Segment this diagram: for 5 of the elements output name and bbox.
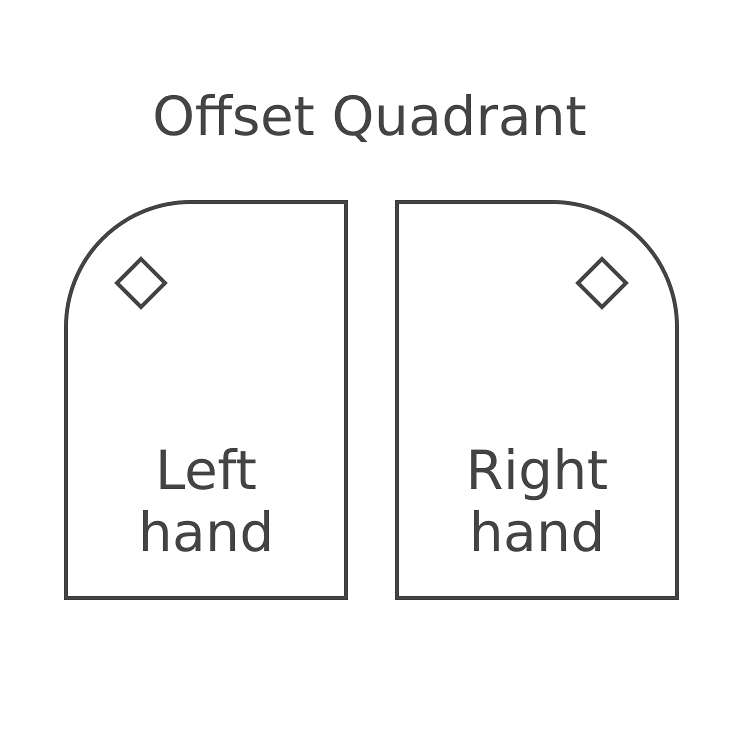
shape-label: Right hand: [465, 440, 609, 564]
quadrant-shape: [395, 200, 679, 600]
quadrant-shape: [64, 200, 348, 600]
title: Offset Quadrant: [151, 84, 588, 150]
shape-label: Left hand: [137, 440, 275, 564]
